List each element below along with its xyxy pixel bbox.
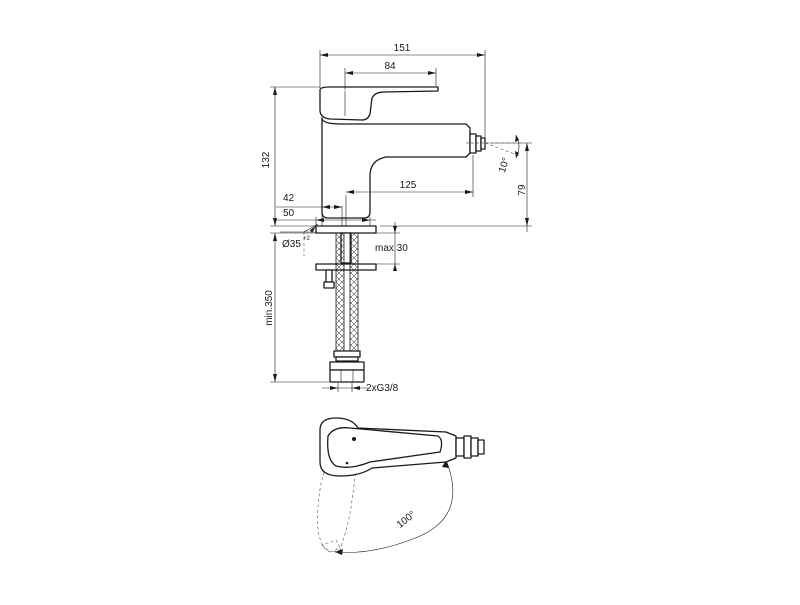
flexible-hoses [329,232,365,383]
dim-base-50 [276,217,376,226]
lever-rotation-label: 100° [395,509,418,530]
dim-hole-diameter [280,223,319,256]
lever-indicator-dot-top [352,437,356,441]
dim-connection-label: 2xG3/8 [366,383,399,394]
faucet-body [321,117,471,219]
top-nozzle [455,435,485,459]
clamp-plate [315,263,377,271]
lever-handle [319,86,439,121]
dim-hole-diameter-label: Ø35 [282,239,301,250]
dim-total-height-label: 132 [261,151,272,168]
top-view: 100° [317,417,485,555]
side-view: 151 84 132 125 [261,43,532,394]
dim-hose-length-label: min.350 [264,290,275,326]
dim-overall-length-label: 151 [394,43,411,54]
dim-connection [322,383,368,392]
dim-base-42-label: 42 [283,193,295,204]
top-lever [327,427,443,468]
dim-spray-angle [484,134,522,159]
dim-max-deck [376,222,400,271]
base-plate [315,225,377,234]
dim-base-50-label: 50 [283,208,295,219]
clamp-nut-bottom [323,281,335,289]
spout-nozzle [466,133,490,154]
dim-spray-angle-label: 10° [497,156,512,174]
dim-lever-length-label: 84 [384,61,396,72]
dim-hose-length [270,232,330,383]
dim-base-42 [276,202,343,226]
rotated-lever-ghost [317,469,357,553]
dim-spout-reach-label: 125 [400,180,417,191]
dim-hole-tolerance-label: +2 [303,236,311,242]
dim-spout-height-label: 79 [517,184,528,196]
dim-spout-reach [345,155,474,226]
dim-total-height [270,86,320,227]
lever-rotation-arc [334,459,454,553]
rotated-lever-tip-ghost [321,539,341,553]
dim-max-deck-label: max 30 [375,243,408,254]
lever-indicator-dot [345,461,349,465]
clamp-nut [325,269,333,283]
dim-lever-length [344,68,437,90]
dim-overall-length [319,50,486,138]
